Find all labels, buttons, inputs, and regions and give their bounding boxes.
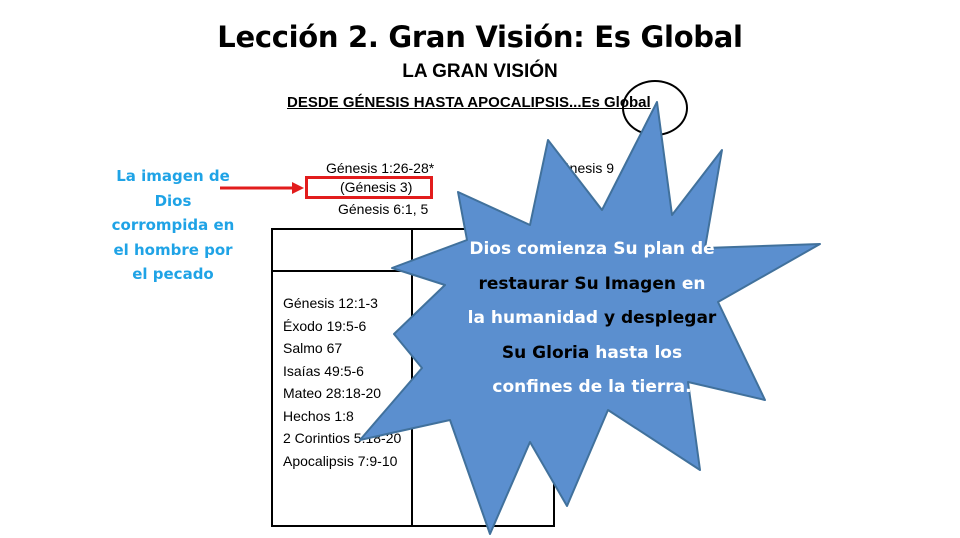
annotation-line: corrompida en <box>111 216 235 234</box>
annotation-line: el hombre por <box>113 240 233 259</box>
list-item: Apocalipsis 7:9-10 <box>283 452 398 469</box>
starburst-line: la humanidad <box>467 308 599 328</box>
list-item: Génesis 12:1-3 <box>283 295 378 311</box>
list-item: Mateo 28:18-20 <box>283 385 382 401</box>
starburst-highlight: Su Gloria <box>501 342 590 363</box>
annotation-line: La imagen de <box>116 167 230 185</box>
starburst-highlight: y desplegar <box>603 308 717 328</box>
red-arrow-icon <box>220 182 304 194</box>
ref-genesis-3: (Génesis 3) <box>340 179 413 195</box>
slide-subtitle: LA GRAN VISIÓN <box>402 61 558 82</box>
red-highlight-box <box>305 176 433 199</box>
list-item: Isaías 49:5-6 <box>283 362 364 379</box>
annotation-line: el pecado <box>132 265 214 283</box>
ref-genesis-1: Génesis 1:26-28* <box>326 160 435 176</box>
starburst-highlight: Su Imagen <box>574 273 676 294</box>
table-header-line <box>271 270 421 272</box>
list-item: Salmo 67 <box>283 340 343 356</box>
table-border-top <box>271 228 483 230</box>
reference-list: Génesis 12:1-3 Éxodo 19:5-6 Salmo 67 Isa… <box>283 292 401 472</box>
table-divider-1 <box>411 228 413 526</box>
starburst-line: confines de la tierra. <box>492 377 692 397</box>
starburst-line: hasta los <box>595 342 683 363</box>
table-border-bottom <box>271 525 555 527</box>
subheading-prefix: DESDE GÉNESIS HASTA APOCALIPSIS...Es <box>287 94 600 111</box>
list-item: Éxodo 19:5-6 <box>283 317 367 334</box>
slide-title: Lección 2. Gran Visión: Es Global <box>217 20 743 54</box>
starburst-line: en <box>681 273 706 294</box>
list-item: Hechos 1:8 <box>283 407 354 424</box>
table-border-left <box>271 228 273 526</box>
starburst-highlight: restaurar <box>478 273 569 294</box>
annotation-line: Dios <box>154 191 192 210</box>
ref-genesis-6: Génesis 6:1, 5 <box>338 201 429 217</box>
annotation-text: La imagen de Dios corrompida en el hombr… <box>108 164 238 287</box>
starburst-text: Dios comienza Su plan de restaurar Su Im… <box>462 232 722 405</box>
starburst-line: Dios comienza Su plan de <box>469 239 715 259</box>
